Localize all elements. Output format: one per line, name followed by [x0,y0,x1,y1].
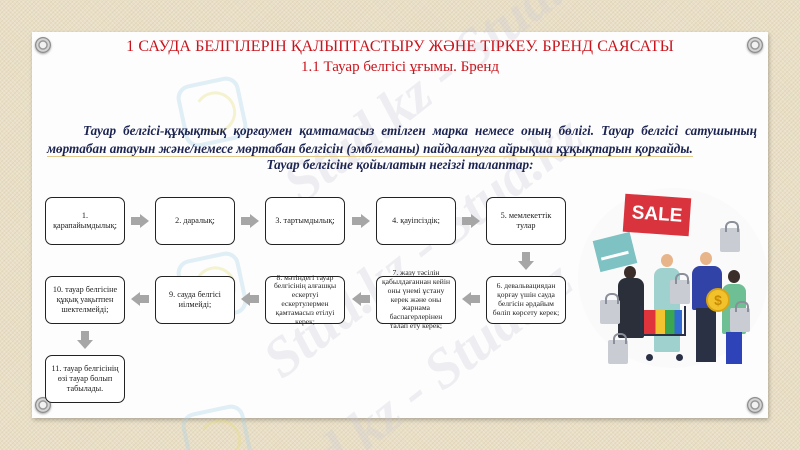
step-box-6: 6. девальвациядан қорғау үшін сауда белг… [486,276,566,324]
person-head-icon [661,254,673,267]
step-text: 6. девальвациядан қорғау үшін сауда белг… [492,281,560,317]
definition-text-part2: мөртабан атауын және/немесе мөртабан бел… [47,141,693,157]
step-box-11: 11. тауар белгісінің өзі тауар болып таб… [45,355,125,403]
person-figure-icon [618,278,644,338]
slide-subtitle: 1.1 Тауар белгісі ұғымы. Бренд [300,59,500,75]
requirements-heading: Тауар белгісіне қойылатын негізгі талапт… [266,157,534,172]
arrow-right-icon [462,214,480,228]
dollar-coin-icon: $ [706,288,730,312]
step-text: 4. қауіпсіздік; [392,216,440,225]
arrow-right-icon [131,214,149,228]
shopping-bag-icon [720,221,740,252]
arrow-right-icon [352,214,370,228]
arrow-left-icon [352,292,370,306]
arrow-right-icon [241,214,259,228]
step-text: 7. жазу тәсілін қабылдағаннан кейін оны … [381,268,451,330]
arrow-left-icon [131,292,149,306]
step-text: 2. даралық; [175,216,215,225]
person-head-icon [624,266,636,279]
step-text: 1. қарапайымдылық; [53,211,117,230]
step-text: 10. тауар белгісіне құқық уақытпен шекте… [52,285,118,314]
step-box-8: 8. мәтіндегі тауар белгісінің алғашқы ес… [265,272,345,326]
person-head-icon [728,270,740,283]
shopping-sale-illustration: SALE $ [578,188,768,368]
shopping-bag-icon [670,273,690,304]
step-text: 5. мемлекеттік тулар [500,211,552,230]
shopping-cart-icon [640,306,686,336]
sale-sign-icon: SALE [622,193,692,237]
step-box-2: 2. даралық; [155,197,235,245]
step-text: 3. тартымдылық; [275,216,335,225]
grommet-top-left-icon [35,37,51,53]
step-box-9: 9. сауда белгісі иілмейді; [155,276,235,324]
cart-items-icon [644,310,682,334]
grommet-bottom-right-icon [747,397,763,413]
cart-wheel-icon [646,354,653,361]
step-text: 9. сауда белгісі иілмейді; [169,290,221,309]
grommet-top-right-icon [747,37,763,53]
step-box-7: 7. жазу тәсілін қабылдағаннан кейін оны … [376,268,456,330]
step-box-5: 5. мемлекеттік тулар [486,197,566,245]
definition-text-part1: Тауар белгісі-құқықтық қорғаумен қамтама… [83,123,757,138]
step-box-3: 3. тартымдылық; [265,197,345,245]
step-text: 11. тауар белгісінің өзі тауар болып таб… [51,364,119,393]
person-head-icon [700,252,712,265]
shopping-bag-icon [730,301,750,332]
shopping-bag-icon [608,333,628,364]
step-box-4: 4. қауіпсіздік; [376,197,456,245]
step-box-10: 10. тауар белгісіне құқық уақытпен шекте… [45,276,125,324]
person-legs-icon [696,308,716,362]
cart-wheel-icon [676,354,683,361]
step-text: 8. мәтіндегі тауар белгісінің алғашқы ес… [273,272,337,326]
arrow-down-icon [77,331,93,349]
arrow-down-icon [518,252,534,270]
shopping-bag-icon [600,293,620,324]
arrow-left-icon [241,292,259,306]
definition-paragraph: Тауар белгісі-құқықтық қорғаумен қамтама… [47,122,757,158]
arrow-left-icon [462,292,480,306]
step-box-1: 1. қарапайымдылық; [45,197,125,245]
slide-title: 1 САУДА БЕЛГІЛЕРІН ҚАЛЫПТАСТЫРУ ЖӘНЕ ТІР… [126,38,674,55]
person-legs-icon [726,332,742,364]
